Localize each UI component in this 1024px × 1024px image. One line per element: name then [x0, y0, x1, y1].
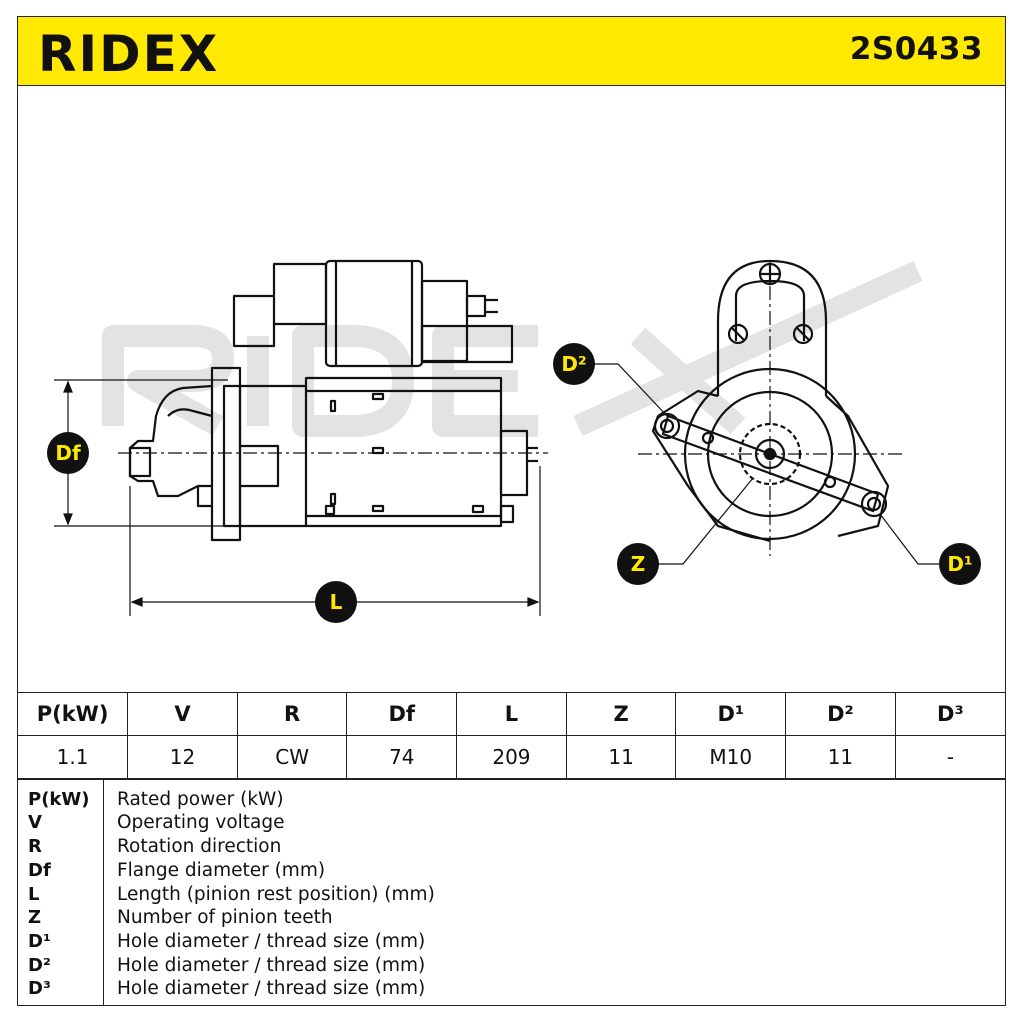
legend-item: Df Flange diameter (mm) [18, 860, 1005, 884]
legend-desc: Rotation direction [117, 836, 282, 857]
spec-header: V [127, 692, 238, 736]
legend-desc: Hole diameter / thread size (mm) [117, 931, 426, 952]
legend-item: R Rotation direction [18, 836, 1005, 860]
legend-key: Z [28, 907, 42, 928]
starter-front-view [638, 259, 903, 556]
legend-desc: Flange diameter (mm) [117, 860, 326, 881]
legend-divider [103, 780, 104, 1005]
d2-label: D² [561, 352, 586, 376]
legend-key: Df [28, 860, 51, 881]
spec-value: 11 [785, 735, 896, 779]
spec-value: 11 [565, 735, 677, 779]
spec-header: P(kW) [18, 692, 129, 736]
part-number: 2S0433 [849, 31, 983, 67]
spec-value: 12 [127, 735, 238, 779]
df-label: Df [55, 441, 81, 465]
legend-key: L [28, 884, 40, 905]
spec-table: P(kW) V R Df L Z D¹ D² D³ 1.1 12 CW 74 2… [18, 692, 1005, 779]
spec-header: Df [346, 692, 458, 736]
spec-header: L [456, 692, 567, 736]
spec-value: M10 [675, 735, 787, 779]
spec-value: - [894, 735, 1005, 779]
spec-header: D³ [894, 692, 1005, 736]
legend-key: D³ [28, 978, 51, 999]
z-label: Z [631, 552, 646, 576]
spec-value: CW [236, 735, 348, 779]
spec-header: R [236, 692, 348, 736]
d1-label: D¹ [947, 552, 972, 576]
spec-value: 74 [346, 735, 458, 779]
legend-key: V [28, 812, 42, 833]
legend-item: P(kW) Rated power (kW) [18, 789, 1005, 813]
df-dimension [54, 379, 228, 527]
legend-item: D³ Hole diameter / thread size (mm) [18, 978, 1005, 1002]
legend-key: P(kW) [28, 789, 90, 810]
spec-value: 1.1 [18, 735, 129, 779]
df-marker: Df [47, 432, 89, 474]
legend-item: Z Number of pinion teeth [18, 907, 1005, 931]
ridex-logo: RIDEX [38, 25, 219, 79]
legend-desc: Operating voltage [117, 812, 285, 833]
starter-side-view [118, 259, 548, 542]
z-marker: Z [617, 543, 659, 585]
brand-logo-text: RIDEX [38, 25, 219, 79]
legend-desc: Number of pinion teeth [117, 907, 333, 928]
legend-key: D² [28, 955, 51, 976]
legend-key: R [28, 836, 42, 857]
legend-desc: Hole diameter / thread size (mm) [117, 955, 426, 976]
technical-drawing: Df L [47, 259, 981, 623]
legend-key: D¹ [28, 931, 51, 952]
spec-value-row: 1.1 12 CW 74 209 11 M10 11 - [18, 735, 1005, 779]
spec-header: D² [785, 692, 896, 736]
spec-header: Z [565, 692, 677, 736]
legend-item: D¹ Hole diameter / thread size (mm) [18, 931, 1005, 955]
watermark-logo [102, 260, 923, 437]
legend-item: L Length (pinion rest position) (mm) [18, 884, 1005, 908]
d1-marker: D¹ [939, 543, 981, 585]
legend-item: V Operating voltage [18, 812, 1005, 836]
spec-header-row: P(kW) V R Df L Z D¹ D² D³ [18, 692, 1005, 736]
legend-desc: Hole diameter / thread size (mm) [117, 978, 426, 999]
spec-value: 209 [456, 735, 567, 779]
spec-header: D¹ [675, 692, 787, 736]
leader-lines [593, 363, 939, 565]
legend-item: D² Hole diameter / thread size (mm) [18, 955, 1005, 979]
datasheet: RIDEX 2S0433 [17, 16, 1006, 1006]
header-bar: RIDEX 2S0433 [18, 17, 1005, 86]
legend-desc: Length (pinion rest position) (mm) [117, 884, 435, 905]
l-marker: L [315, 581, 357, 623]
legend-desc: Rated power (kW) [117, 789, 284, 810]
legend: P(kW) Rated power (kW) V Operating volta… [18, 779, 1005, 1005]
l-label: L [330, 590, 343, 614]
d2-marker: D² [553, 343, 595, 385]
